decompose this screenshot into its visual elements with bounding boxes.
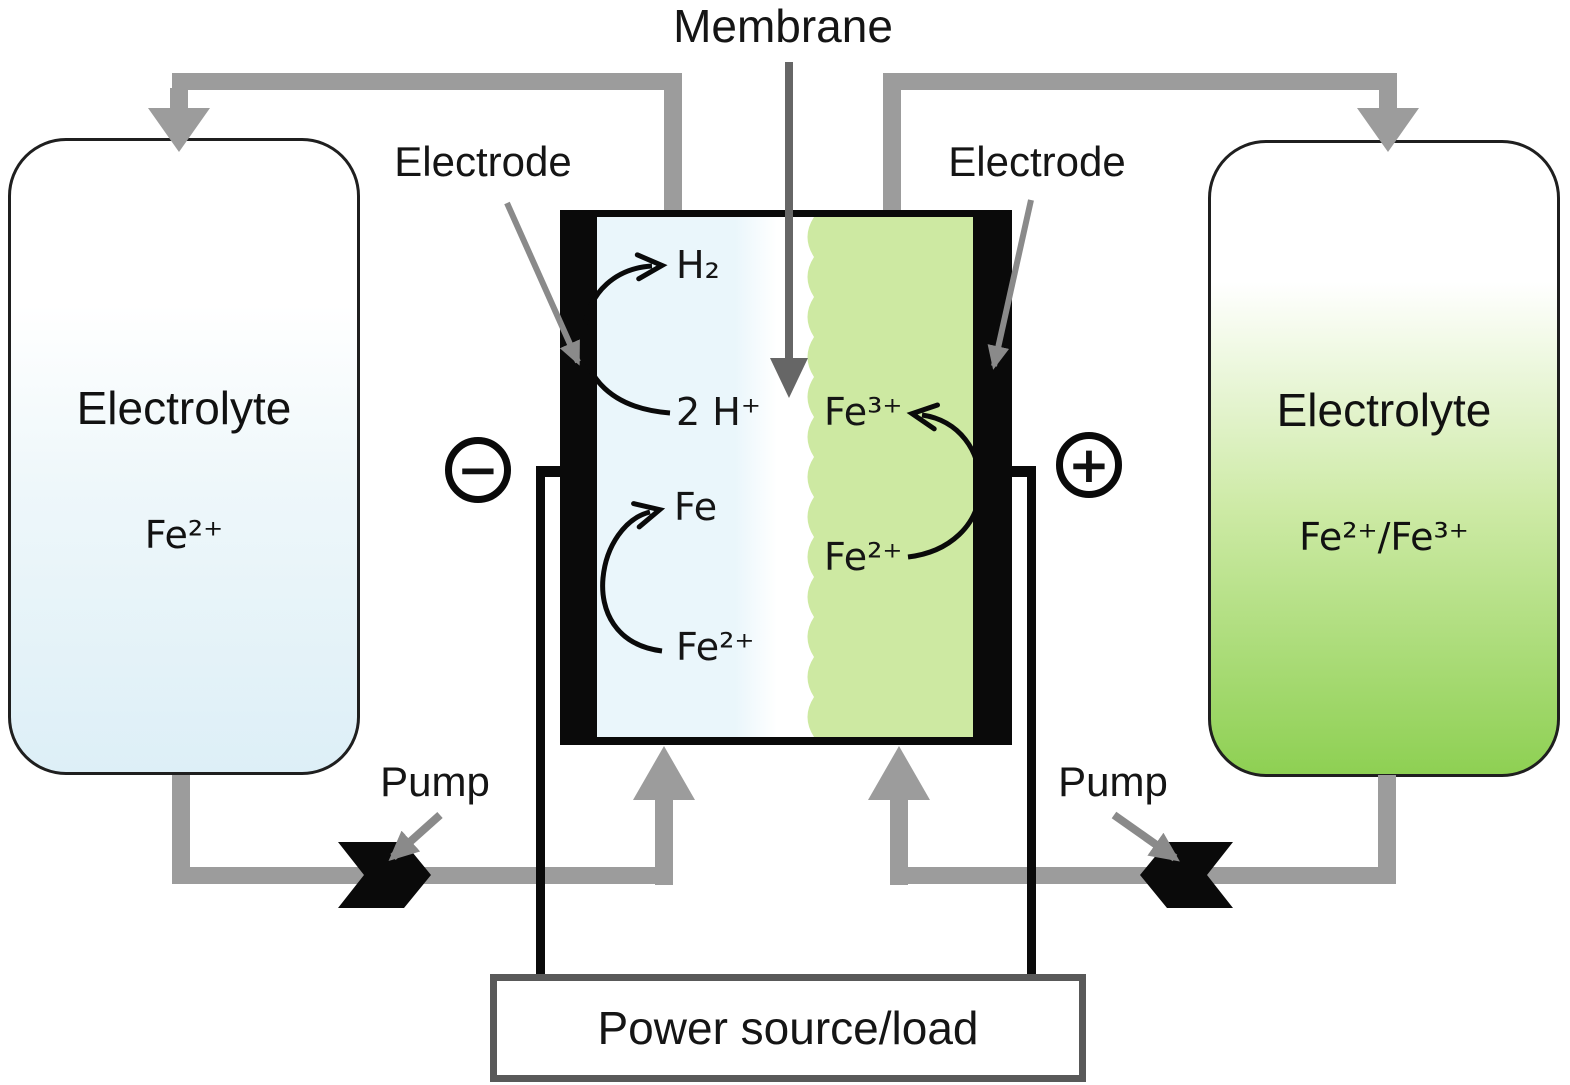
cell-h2-label: H₂ xyxy=(676,243,720,287)
pump-left-arrow xyxy=(388,812,443,861)
pump-left-label: Pump xyxy=(380,758,490,805)
tank-right-species: Fe²⁺/Fe³⁺ xyxy=(1299,515,1469,559)
pump-right-arrow xyxy=(1111,811,1180,862)
positive-terminal-sign: + xyxy=(1068,436,1110,494)
pump-left-icon xyxy=(338,842,431,908)
tank-left-title: Electrolyte xyxy=(76,382,292,434)
electrolyte-tank-left: Electrolyte Fe²⁺ xyxy=(8,138,360,775)
cell-fe2-right-label: Fe²⁺ xyxy=(824,535,903,579)
power-source-load-box: Power source/load xyxy=(490,974,1086,1082)
wire-positive xyxy=(1008,466,1036,980)
electrode-left-label: Electrode xyxy=(394,138,572,185)
cell-fe3-right-label: Fe³⁺ xyxy=(824,390,903,434)
positive-terminal: + xyxy=(1056,432,1122,498)
negative-terminal-sign: − xyxy=(457,441,499,499)
pump-right-label: Pump xyxy=(1058,758,1168,805)
electrolyte-tank-right: Electrolyte Fe²⁺/Fe³⁺ xyxy=(1208,140,1560,777)
cell-fe-label: Fe xyxy=(674,485,718,529)
pipe-arrowhead-into-cell-left xyxy=(633,746,695,800)
pump-right-icon xyxy=(1140,842,1233,908)
tank-right-title: Electrolyte xyxy=(1276,384,1492,436)
negative-terminal: − xyxy=(445,437,511,503)
electrode-right-label: Electrode xyxy=(948,138,1126,185)
power-source-load-label: Power source/load xyxy=(597,1002,979,1054)
tank-left-species: Fe²⁺ xyxy=(144,513,224,557)
cell-fe2-left-label: Fe²⁺ xyxy=(676,625,755,669)
membrane-label: Membrane xyxy=(673,0,893,52)
pipe-arrowhead-into-cell-right xyxy=(868,746,930,800)
cell-2h-label: 2 H⁺ xyxy=(676,390,761,434)
